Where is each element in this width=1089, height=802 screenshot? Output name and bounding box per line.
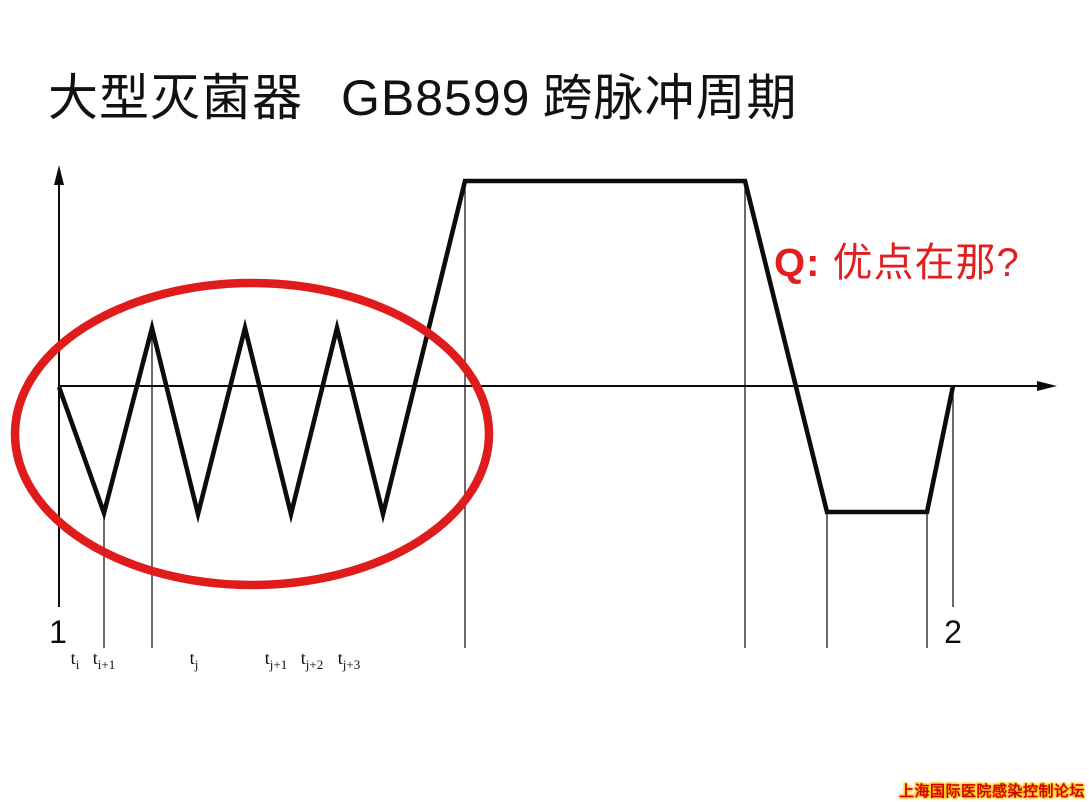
time-label: ti [71, 648, 80, 672]
title-prefix: 大型灭菌器 [48, 70, 303, 126]
x-axis-arrowhead [1037, 381, 1057, 391]
title-standard-code: GB8599 [341, 70, 531, 126]
time-label: tj+3 [338, 648, 360, 672]
question-text: 优点在那? [820, 241, 1020, 285]
time-label: tj [190, 648, 199, 672]
time-label: tj+2 [301, 648, 323, 672]
y-axis-arrowhead [54, 165, 64, 185]
waveform-line [56, 178, 956, 524]
time-label: ti+1 [93, 648, 115, 672]
footer-watermark: 上海国际医院感染控制论坛 [898, 783, 1085, 800]
question-annotation: Q: 优点在那? [774, 230, 1020, 288]
title-suffix: 跨脉冲周期 [542, 70, 798, 126]
cycle-marker-label: 1 [49, 614, 67, 650]
time-label: tj+1 [265, 648, 287, 672]
highlight-ellipse [10, 278, 494, 590]
cycle-marker-label: 2 [944, 614, 962, 650]
question-prefix: Q: [774, 241, 821, 285]
